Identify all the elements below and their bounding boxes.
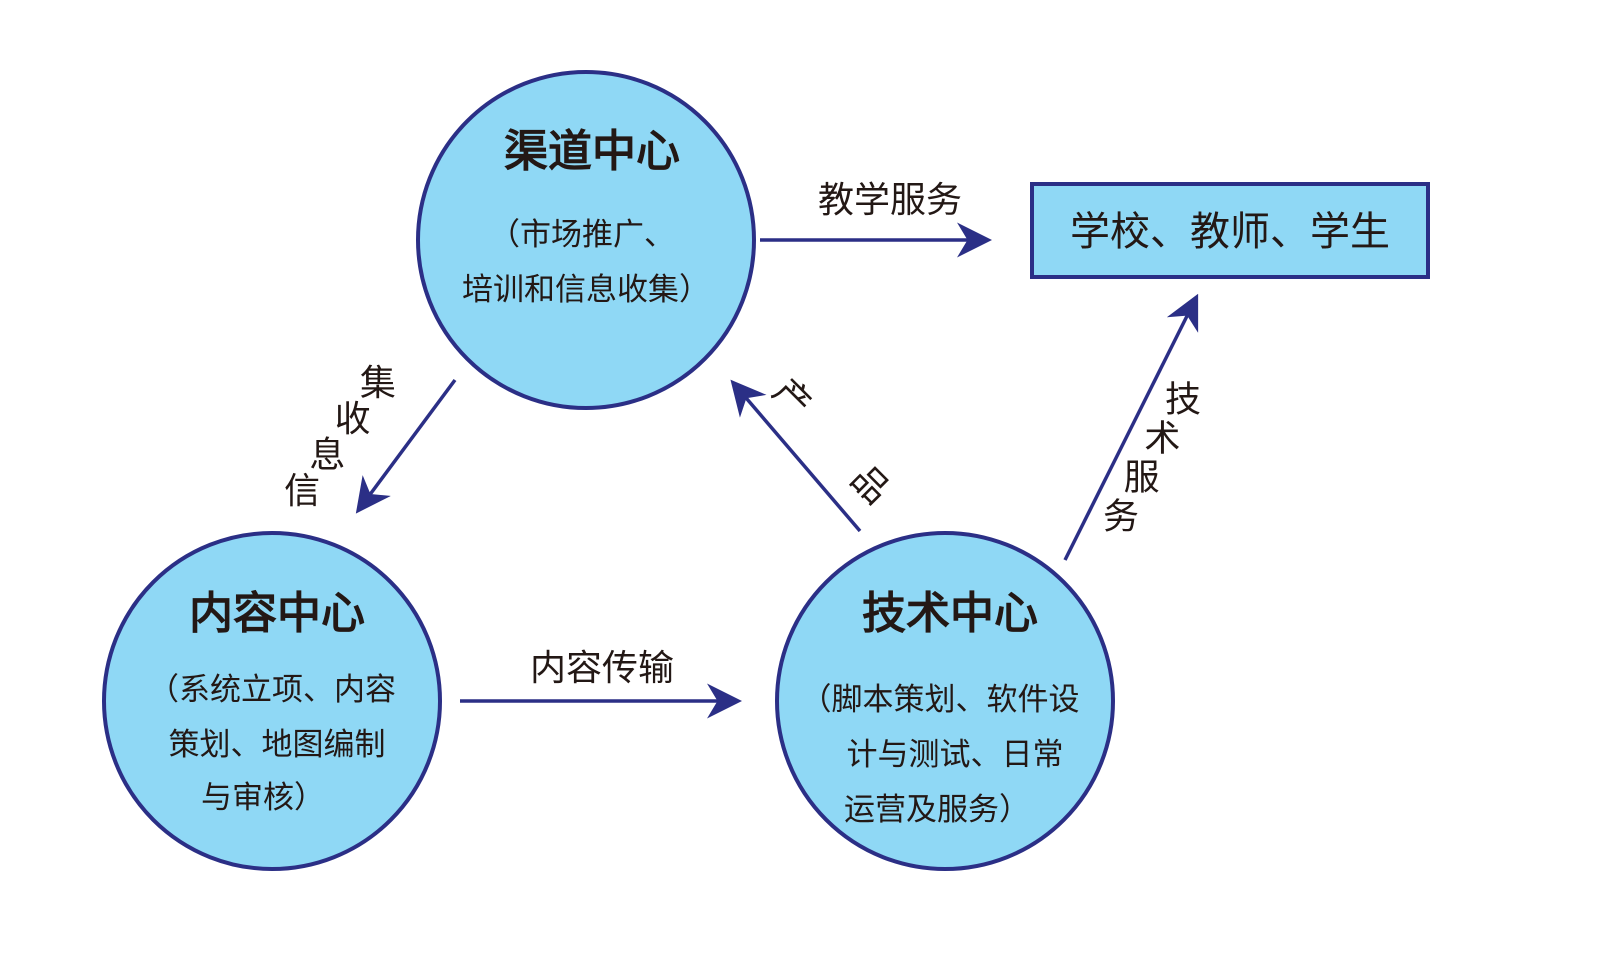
edge-label-tech-service-char-1: 技: [1165, 380, 1201, 421]
node-content-circle: [102, 531, 442, 871]
node-content-desc-line-3: 与审核）: [201, 780, 325, 816]
edge-label-product-char-2: 品: [843, 458, 897, 512]
edge-label-content-transfer: 内容传输: [530, 648, 674, 689]
edge-label-info-collect-char-1: 信: [284, 471, 320, 512]
edge-label-info-collect-char-4: 集: [360, 363, 396, 404]
edge-label-tech-service-char-3: 服: [1124, 457, 1160, 498]
node-content-desc-line-1: （系统立项、内容: [148, 672, 396, 708]
node-channel-desc-line-1: （市场推广、: [489, 217, 675, 253]
edge-label-teaching-service: 教学服务: [818, 180, 962, 221]
node-tech-title: 技术中心: [862, 588, 1038, 639]
edge-label-tech-service-char-4: 务: [1103, 496, 1139, 537]
node-channel-desc-line-2: 培训和信息收集）: [462, 272, 710, 308]
arrows: [355, 222, 1199, 719]
node-content-center: 内容中心 （系统立项、内容 策划、地图编制 与审核）: [102, 531, 442, 871]
edge-label-info-collect-char-3: 收: [335, 399, 371, 440]
node-tech-desc-line-1: （脚本策划、软件设: [801, 682, 1080, 718]
node-tech-circle: [775, 531, 1115, 871]
node-target: 学校、教师、学生: [1030, 182, 1430, 279]
node-tech-center: 技术中心 （脚本策划、软件设 计与测试、日常 运营及服务）: [775, 531, 1115, 871]
node-channel-center: 渠道中心 （市场推广、 培训和信息收集）: [416, 70, 756, 410]
arrow-product: [730, 379, 862, 533]
node-tech-desc-line-2: 计与测试、日常: [847, 737, 1064, 773]
node-channel-title: 渠道中心: [504, 126, 680, 177]
arrow-tech-service: [1063, 293, 1199, 561]
node-target-label: 学校、教师、学生: [1070, 209, 1390, 255]
node-tech-desc-line-3: 运营及服务）: [844, 792, 1030, 828]
edge-label-info-collect-char-2: 息: [309, 435, 345, 476]
arrow-info-collect: [355, 378, 457, 514]
node-content-desc-line-2: 策划、地图编制: [169, 727, 386, 763]
edge-label-tech-service: 技 术 服 务: [1103, 380, 1201, 538]
node-target-box: [1030, 182, 1430, 279]
node-channel-circle: [416, 70, 756, 410]
edge-label-info-collect: 信 息 收 集: [284, 363, 396, 512]
edge-label-tech-service-char-2: 术: [1144, 419, 1180, 460]
edge-label-product-char-1: 产: [765, 371, 819, 425]
node-content-title: 内容中心: [189, 588, 365, 639]
